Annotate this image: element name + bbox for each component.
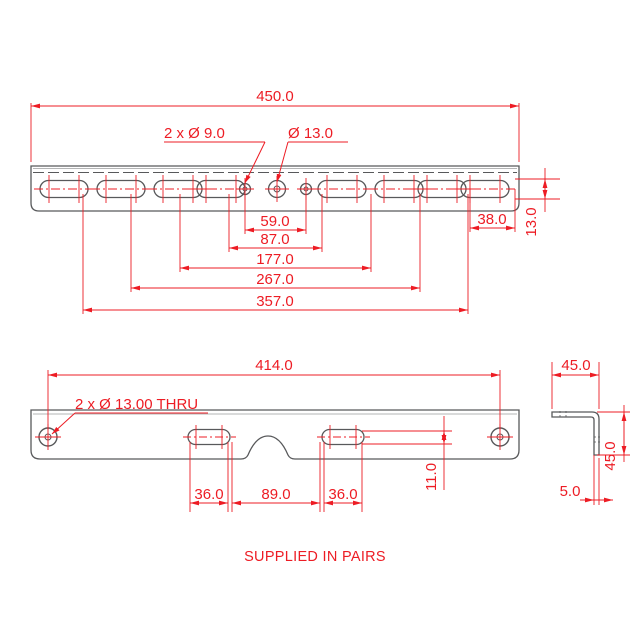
supplied-in-pairs-note: SUPPLIED IN PAIRS: [244, 549, 386, 565]
dimension-45-vertical: 45.0: [597, 405, 630, 471]
dimension-5-thickness: 5.0: [560, 455, 613, 505]
dimension-36-left-label: 36.0: [194, 486, 223, 503]
dimension-357-label: 357.0: [256, 293, 294, 310]
bottom-view-group: 414.0 2 x Ø 13.00 THRU 36.0 89.0 36: [30, 357, 520, 512]
callout-2x-dia-13-thru-label: 2 x Ø 13.00 THRU: [75, 396, 198, 413]
callout-2x-dia-9-label: 2 x Ø 9.0: [164, 125, 225, 142]
dimension-59-label: 59.0: [260, 213, 289, 230]
base-slot-right: [317, 425, 370, 449]
dimension-450-label: 450.0: [256, 88, 294, 105]
dimension-89: 89.0: [231, 442, 321, 512]
dimension-87-label: 87.0: [260, 231, 289, 248]
dimension-11: 11.0: [362, 416, 452, 491]
slot: [34, 175, 94, 203]
dimension-45-horizontal: 45.0: [551, 357, 600, 409]
dimension-13-height-label: 13.0: [523, 207, 540, 236]
dimension-5-thickness-label: 5.0: [560, 483, 581, 500]
dimension-414-label: 414.0: [255, 357, 293, 374]
top-view-group: 450.0 2 x Ø 9.0 Ø 13.0 13.0 38.0: [30, 88, 560, 314]
callout-2x-dia-13-thru: 2 x Ø 13.00 THRU: [51, 396, 208, 435]
dimension-11-label: 11.0: [423, 463, 440, 491]
callout-dia-13: Ø 13.0: [276, 125, 348, 183]
slot: [91, 175, 151, 203]
dimension-357: 357.0: [82, 194, 469, 314]
slot: [312, 175, 372, 203]
dimension-87: 87.0: [228, 194, 323, 252]
dimension-36-right: 36.0: [323, 442, 363, 512]
base-leg-outline: [30, 409, 520, 460]
dimension-177: 177.0: [179, 194, 372, 272]
dimension-450: 450.0: [30, 88, 520, 162]
dimension-13-height: 13.0: [515, 168, 560, 237]
side-view-group: 45.0 45.0 5.0: [551, 357, 630, 505]
dimension-45-horizontal-label: 45.0: [561, 357, 590, 374]
callout-2x-dia-9: 2 x Ø 9.0: [164, 125, 266, 184]
bracket-body-outline: [30, 165, 520, 212]
dimension-59: 59.0: [244, 194, 307, 234]
top-view-slot-group-left: [34, 175, 251, 203]
dimension-36-left: 36.0: [189, 442, 229, 512]
top-view-part-outline: [30, 165, 520, 212]
callout-dia-13-label: Ø 13.0: [288, 125, 333, 142]
dimension-267-label: 267.0: [256, 271, 294, 288]
dimension-45-vertical-label: 45.0: [602, 441, 619, 470]
base-slot-left: [183, 425, 236, 449]
dimension-36-right-label: 36.0: [328, 486, 357, 503]
dimension-414: 414.0: [47, 357, 501, 430]
dimension-38: 38.0: [469, 189, 516, 232]
dimension-267: 267.0: [130, 194, 421, 292]
dimension-89-label: 89.0: [261, 486, 290, 503]
dimension-177-label: 177.0: [256, 251, 294, 268]
dimension-38-label: 38.0: [477, 211, 506, 228]
bottom-view-part-outline: [30, 409, 520, 460]
